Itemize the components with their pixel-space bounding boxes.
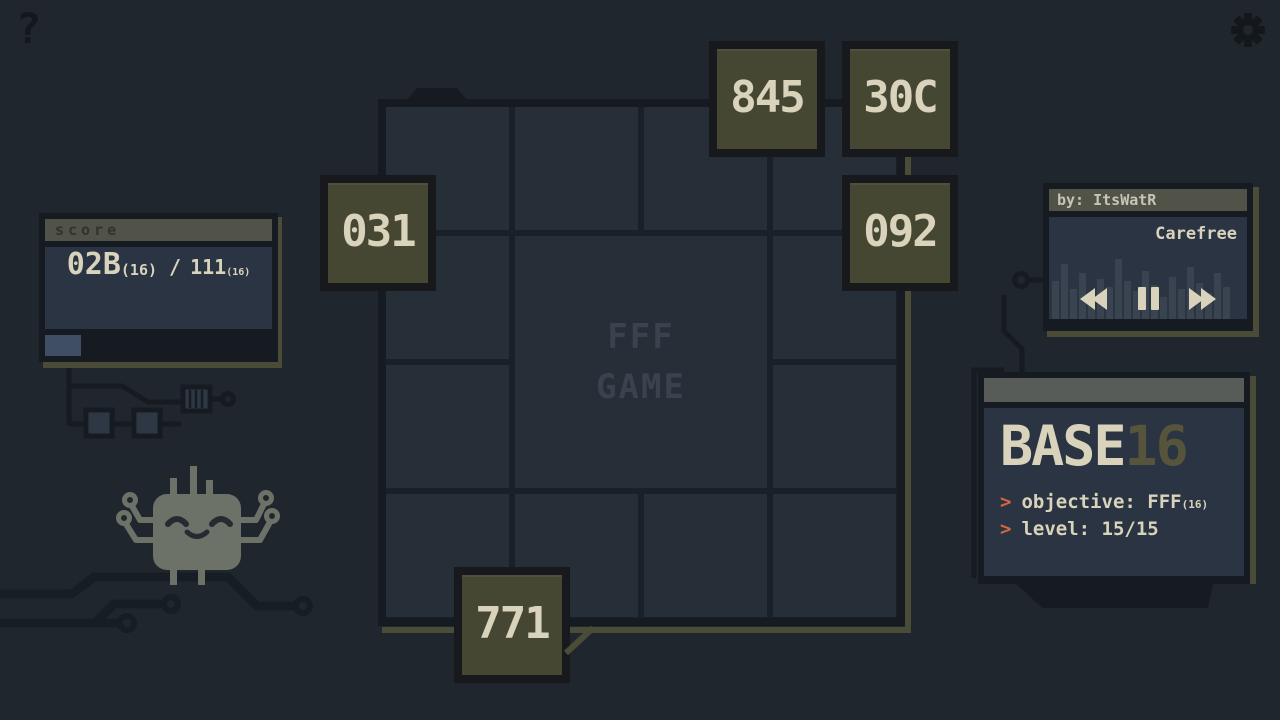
music-player-panel: by: ItsWatR Carefree: [1043, 183, 1253, 331]
equalizer-bar: [1124, 281, 1131, 319]
score-panel-accent-bottom: [43, 362, 282, 368]
board-edge-accent-right: [905, 103, 911, 633]
chip-body: [153, 494, 241, 570]
score-target-base: (16): [226, 267, 251, 278]
score-progress-bar: [45, 335, 81, 356]
chip-character: [116, 466, 280, 585]
game-title-line2: GAME: [596, 367, 686, 407]
grid-cell[interactable]: [773, 365, 896, 488]
objective-prompt: >: [1000, 490, 1012, 513]
hex-tile-771[interactable]: 771: [454, 567, 570, 683]
info-panel-header: [984, 378, 1244, 402]
equalizer-bar: [1178, 289, 1185, 319]
pcb-traces: [0, 572, 313, 633]
hex-tile-031[interactable]: 031: [320, 175, 436, 291]
grid-cell[interactable]: [644, 494, 767, 617]
equalizer-bar: [1214, 273, 1221, 319]
score-panel-header: score: [45, 219, 272, 241]
music-controls: [1049, 287, 1247, 310]
forward-button[interactable]: [1189, 287, 1217, 310]
chip-face: [165, 516, 233, 539]
grid-cell[interactable]: [386, 365, 509, 488]
score-display: 02B (16) / 111 (16): [45, 247, 272, 329]
info-panel-body: BASE16 > objective: FFF(16) > level: 15/15: [984, 408, 1244, 576]
equalizer-bar: [1142, 271, 1149, 319]
hex-tile-092[interactable]: 092: [842, 175, 958, 291]
equalizer-bar: [1133, 291, 1140, 319]
info-panel-notch: [1016, 584, 1213, 608]
equalizer-bar: [1169, 277, 1176, 319]
objective-base: (16): [1181, 497, 1209, 511]
equalizer-bar: [1070, 289, 1077, 319]
settings-gear-icon[interactable]: [1229, 11, 1267, 49]
board-edge-accent-bottom: [382, 627, 911, 633]
level-text: level: 15/15: [1021, 517, 1159, 540]
pause-icon: [1150, 287, 1159, 310]
rewind-icon: [1079, 287, 1095, 310]
info-panel: BASE16 > objective: FFF(16) > level: 15/15: [978, 372, 1250, 584]
grid-cell[interactable]: [773, 494, 896, 617]
info-title-main: BASE: [1000, 414, 1126, 478]
music-panel-accent-right: [1253, 187, 1259, 333]
equalizer-bar: [1160, 297, 1167, 319]
equalizer-bar: [1052, 281, 1059, 319]
forward-icon: [1189, 287, 1205, 310]
level-line: > level: 15/15: [1000, 517, 1244, 542]
rewind-icon: [1091, 287, 1107, 310]
score-panel-wires: [66, 362, 236, 427]
rewind-button[interactable]: [1079, 287, 1107, 310]
board-top-notch: [406, 88, 468, 101]
info-title-suffix: 16: [1124, 414, 1188, 478]
help-icon[interactable]: ?: [16, 4, 42, 53]
music-player-body: Carefree: [1049, 217, 1247, 319]
music-byline: by: ItsWatR: [1049, 189, 1247, 211]
game-board: FFF GAME: [378, 99, 905, 626]
score-panel-accent-right: [276, 217, 282, 368]
music-panel-accent-bottom: [1047, 331, 1259, 337]
hex-tile-845[interactable]: 845: [709, 41, 825, 157]
pause-button[interactable]: [1137, 287, 1159, 310]
forward-icon: [1201, 287, 1217, 310]
equalizer-bar: [1106, 287, 1113, 319]
score-panel: score 02B (16) / 111 (16): [39, 213, 278, 362]
score-current-base: (16): [120, 261, 158, 279]
board-center-cell[interactable]: FFF GAME: [515, 236, 767, 488]
circuit-pads: [83, 384, 213, 439]
objective-line: > objective: FFF(16): [1000, 490, 1244, 517]
equalizer-bar: [1115, 259, 1122, 319]
grid-cell[interactable]: [515, 107, 638, 230]
track-title: Carefree: [1155, 224, 1237, 244]
info-title: BASE16: [1000, 417, 1244, 476]
score-separator: /: [169, 255, 182, 279]
info-panel-accent-right: [1250, 376, 1256, 584]
score-target-value: 111: [190, 255, 227, 279]
equalizer-bar: [1223, 287, 1230, 319]
hex-tile-30C[interactable]: 30C: [842, 41, 958, 157]
score-current-value: 02B: [66, 247, 121, 282]
equalizer-bar: [1061, 264, 1068, 319]
level-prompt: >: [1000, 517, 1012, 540]
pause-icon: [1137, 287, 1146, 310]
game-title-line1: FFF: [607, 317, 675, 357]
objective-text: objective: FFF: [1021, 490, 1182, 513]
